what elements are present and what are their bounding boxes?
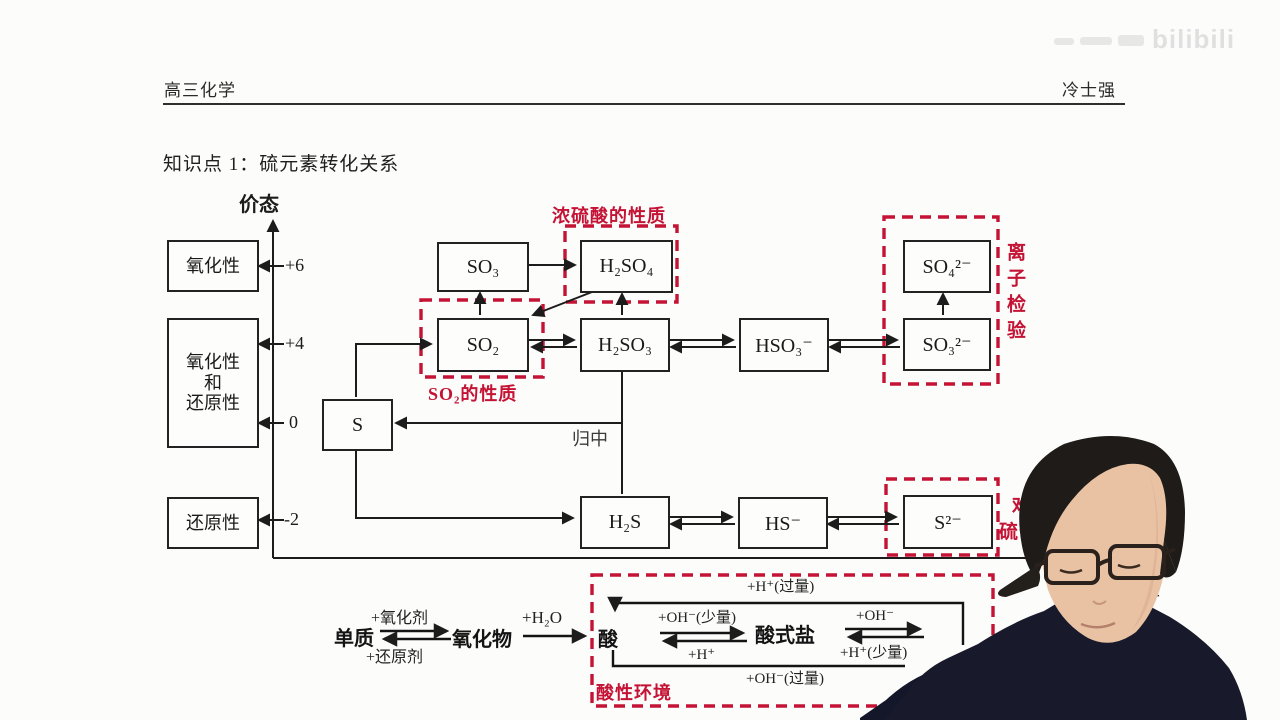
category-box-oxidizing: 氧化性 [167,240,259,292]
tick-minus2: -2 [284,509,299,529]
chain-plus-h: +H⁺ [688,647,716,663]
presenter-glasses [1034,544,1176,585]
presenter [860,436,1247,720]
presenter-hair-left [998,566,1041,597]
chain-plus-h-excess: +H⁺(过量) [747,579,815,595]
mouth [1080,621,1116,629]
species-box-so3: SO₃ [437,242,529,292]
species-box-hso3: HSO₃⁻ [739,318,829,372]
acid-env-dashed-box [590,573,995,708]
species-box-s: S [322,399,393,451]
presenter-shirt [884,579,1247,720]
header-divider [163,103,1125,105]
nose [1092,600,1107,605]
axis-label: 价态 [239,194,279,216]
ion-test-dashed-box [882,215,1000,386]
category-box-both: 氧化性 和 还原性 [167,318,259,448]
watermark-small-text [1080,37,1112,45]
label-comproportionation: 归中 [572,429,608,449]
tick-zero: 0 [289,412,298,432]
presenter-features [1059,563,1141,629]
category-label: 氧化性 [186,351,240,372]
presenter-webcam [860,436,1247,720]
category-label: 还原性 [186,393,240,414]
category-label: 氧化性 [186,255,240,276]
chain-plus-h-small: +H⁺(少量) [840,645,908,661]
tick-plus4: +4 [285,333,305,353]
species-box-so4-2minus: SO₄²⁻ [903,240,991,293]
chain-plus-oh: +OH⁻ [856,608,895,624]
label-conc-acid-props: 浓硫酸的性质 [552,206,666,226]
eye-right [1117,563,1141,569]
black-connectors [257,219,1130,559]
loop-h-excess-to-acid [607,596,965,645]
category-box-reducing: 还原性 [167,497,259,549]
chain-plus-oxidant: +氧化剂 [371,610,429,627]
chain-element: 单质 [334,628,374,650]
slide-title: 知识点 1：硫元素转化关系 [163,154,400,175]
teacher-name: 冷士强 [1062,81,1116,100]
label-acid-environment: 酸性环境 [596,683,672,703]
course-title: 高三化学 [164,81,236,100]
watermark-small-text [1054,38,1074,45]
eye-left [1059,568,1083,574]
label-ion-test: 离子检验 [1004,242,1025,346]
species-box-so3-2minus: SO₃²⁻ [903,318,991,371]
label-so2-props: SO₂的性质 [428,384,518,404]
chain-plus-reductant: +还原剂 [366,649,424,666]
chain-plus-oh-small: +OH⁻(少量) [658,610,737,626]
species-box-s-2minus: S²⁻ [903,495,993,549]
species-box-h2so4: H₂SO₄ [580,240,673,293]
arrow-h2so4-to-so2 [531,291,593,318]
chain-oxide: 氧化物 [452,629,512,651]
arrow-s-to-h2s [355,449,575,525]
chain-plus-oh-excess: +OH⁻(过量) [746,671,825,687]
bilibili-watermark: bilibili [1052,20,1277,64]
category-label: 还原性 [186,512,240,533]
species-box-so2: SO₂ [437,318,529,372]
presenter-hair [1019,436,1185,580]
loop-oh-excess-from-acid [611,650,905,668]
face-shading [1132,470,1159,630]
bottom-chain-arrows [380,596,965,668]
sulfide-dashed-box [884,477,1000,557]
bilibili-logo: bilibili [1152,24,1236,54]
species-box-hs: HS⁻ [738,497,828,549]
arrow-s-to-so2 [355,337,433,397]
chain-acid: 酸 [598,629,618,651]
chain-plus-h2o: +H₂O [522,608,563,627]
watermark-small-text [1118,35,1144,46]
tick-plus6: +6 [285,255,305,275]
species-box-h2s: H₂S [580,496,670,549]
chain-acid-salt: 酸式盐 [755,625,815,647]
species-box-h2so3: H₂SO₃ [580,318,670,372]
category-label: 和 [204,372,222,393]
